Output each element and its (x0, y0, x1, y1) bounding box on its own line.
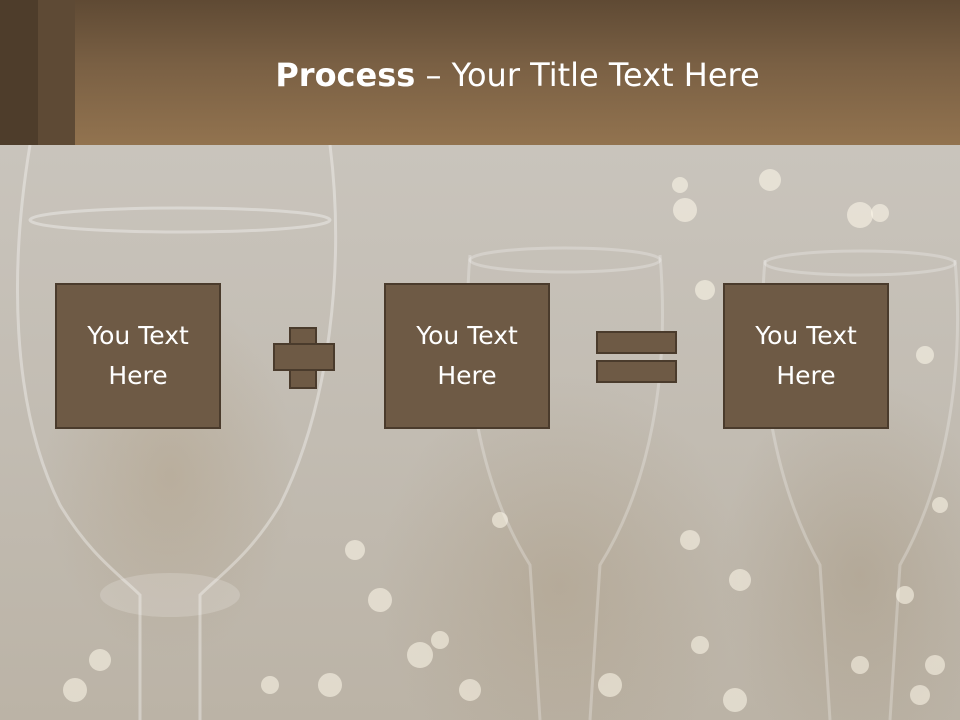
process-box-1-text: You Text Here (87, 321, 189, 390)
header-band: Process – Your Title Text Here (0, 0, 960, 145)
title-bold: Process (275, 56, 416, 94)
champagne-glasses-image (16, 145, 960, 720)
process-box-3[interactable]: You Text Here (723, 283, 889, 429)
title-rest: – Your Title Text Here (415, 56, 760, 94)
process-box-2-text: You Text Here (416, 321, 518, 390)
header-accent-mid (38, 0, 75, 145)
header-accent-dark (0, 0, 38, 145)
process-box-3-text: You Text Here (755, 321, 857, 390)
slide-title[interactable]: Process – Your Title Text Here (75, 52, 960, 98)
process-box-2[interactable]: You Text Here (384, 283, 550, 429)
process-box-1[interactable]: You Text Here (55, 283, 221, 429)
background-image (0, 145, 960, 720)
